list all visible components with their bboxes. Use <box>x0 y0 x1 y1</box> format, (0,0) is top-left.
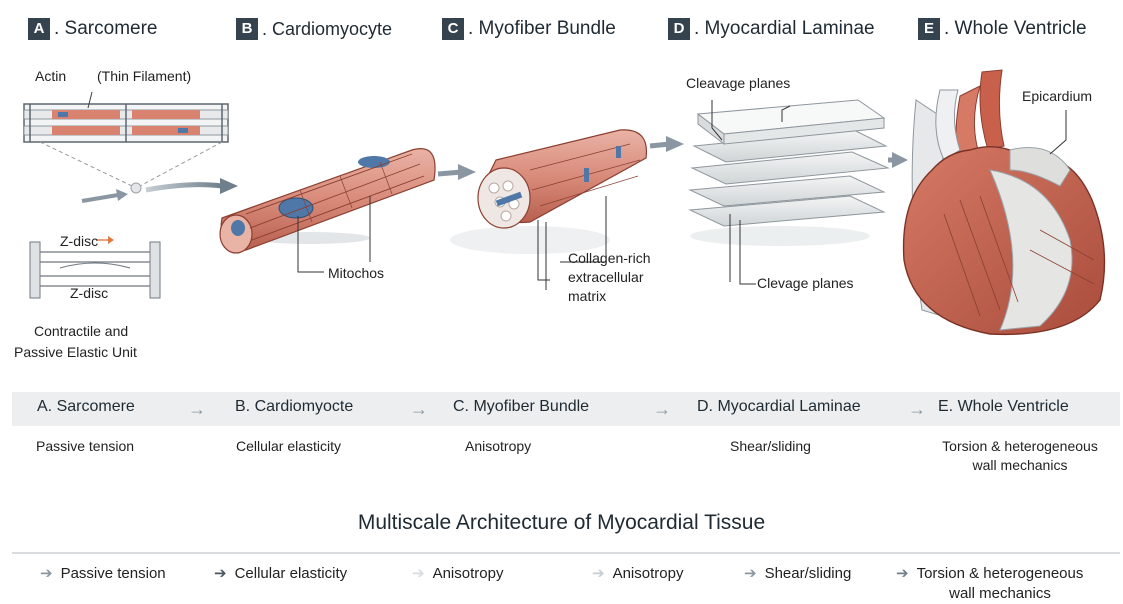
stage-property-a: Passive tension <box>36 437 134 456</box>
flow-text: Torsion & heterogeneous wall mechanics <box>917 564 1084 604</box>
laminae-illustration <box>690 100 908 284</box>
sarcomere-illustration <box>24 92 238 298</box>
stage-name-d: D. Myocardial Laminae <box>697 398 861 416</box>
zdisc-label-bottom: Z-disc <box>70 285 108 301</box>
zdisc-label-top: Z-disc <box>60 233 98 249</box>
flow-arrow-icon: ➔ <box>214 564 227 582</box>
stage-property-c: Anisotropy <box>465 437 531 456</box>
sarcomere-caption-line2: Passive Elastic Unit <box>14 344 137 360</box>
flow-item-4: ➔ Anisotropy <box>592 564 683 584</box>
sarcomere-caption-line1: Contractile and <box>34 323 128 339</box>
main-title: Multiscale Architecture of Myocardial Ti… <box>0 511 1123 535</box>
flow-text: Cellular elasticity <box>235 564 348 584</box>
ecm-label-line3: matrix <box>568 287 650 306</box>
flow-text: Anisotropy <box>433 564 504 584</box>
stage-name-a: A. Sarcomere <box>37 398 135 416</box>
flow-arrow-icon: ➔ <box>40 564 53 582</box>
flow-text: Anisotropy <box>613 564 684 584</box>
flow-item-6: ➔ Torsion & heterogeneous wall mechanics <box>896 564 1083 604</box>
cleavage-planes-label-top: Cleavage planes <box>686 75 790 91</box>
flow-text-line1: Torsion & heterogeneous <box>917 564 1084 584</box>
cardiomyocyte-illustration <box>220 149 476 272</box>
ecm-label-line1: Collagen-rich <box>568 249 650 268</box>
ecm-label: Collagen-rich extracellular matrix <box>568 249 650 306</box>
flow-arrow-icon: ➔ <box>744 564 757 582</box>
stage-name-c: C. Myofiber Bundle <box>453 398 589 416</box>
band-arrow-icon-1: → <box>188 399 206 420</box>
flow-arrow-icon: ➔ <box>896 564 909 582</box>
flow-arrow-icon: ➔ <box>592 564 605 582</box>
ventricle-illustration <box>904 70 1105 334</box>
stage-property-d: Shear/sliding <box>730 437 811 456</box>
stage-property-e-line1: Torsion & heterogeneous <box>920 437 1120 456</box>
thin-filament-label: (Thin Filament) <box>97 68 191 84</box>
divider <box>12 552 1120 554</box>
flow-text-line2: wall mechanics <box>917 584 1084 604</box>
flow-item-5: ➔ Shear/sliding <box>744 564 851 584</box>
mitochos-label: Mitochos <box>328 265 384 281</box>
flow-text: Passive tension <box>61 564 166 584</box>
ecm-label-line2: extracellular <box>568 268 650 287</box>
cleavage-planes-label-bottom: Clevage planes <box>757 275 854 291</box>
flow-item-2: ➔ Cellular elasticity <box>214 564 347 584</box>
stage-name-b: B. Cardiomyocte <box>235 398 353 416</box>
illustrations <box>0 0 1123 380</box>
flow-arrow-icon: ➔ <box>412 564 425 582</box>
stage-property-e: Torsion & heterogeneous wall mechanics <box>920 437 1120 475</box>
stage-property-e-line2: wall mechanics <box>920 456 1120 475</box>
flow-item-1: ➔ Passive tension <box>40 564 166 584</box>
flow-text: Shear/sliding <box>765 564 852 584</box>
stage-property-b: Cellular elasticity <box>236 437 341 456</box>
band-arrow-icon-4: → <box>908 399 926 420</box>
band-arrow-icon-2: → <box>410 399 428 420</box>
actin-label: Actin <box>35 68 66 84</box>
epicardium-label: Epicardium <box>1022 88 1092 104</box>
stage-name-e: E. Whole Ventricle <box>938 398 1069 416</box>
band-arrow-icon-3: → <box>653 399 671 420</box>
flow-item-3: ➔ Anisotropy <box>412 564 503 584</box>
